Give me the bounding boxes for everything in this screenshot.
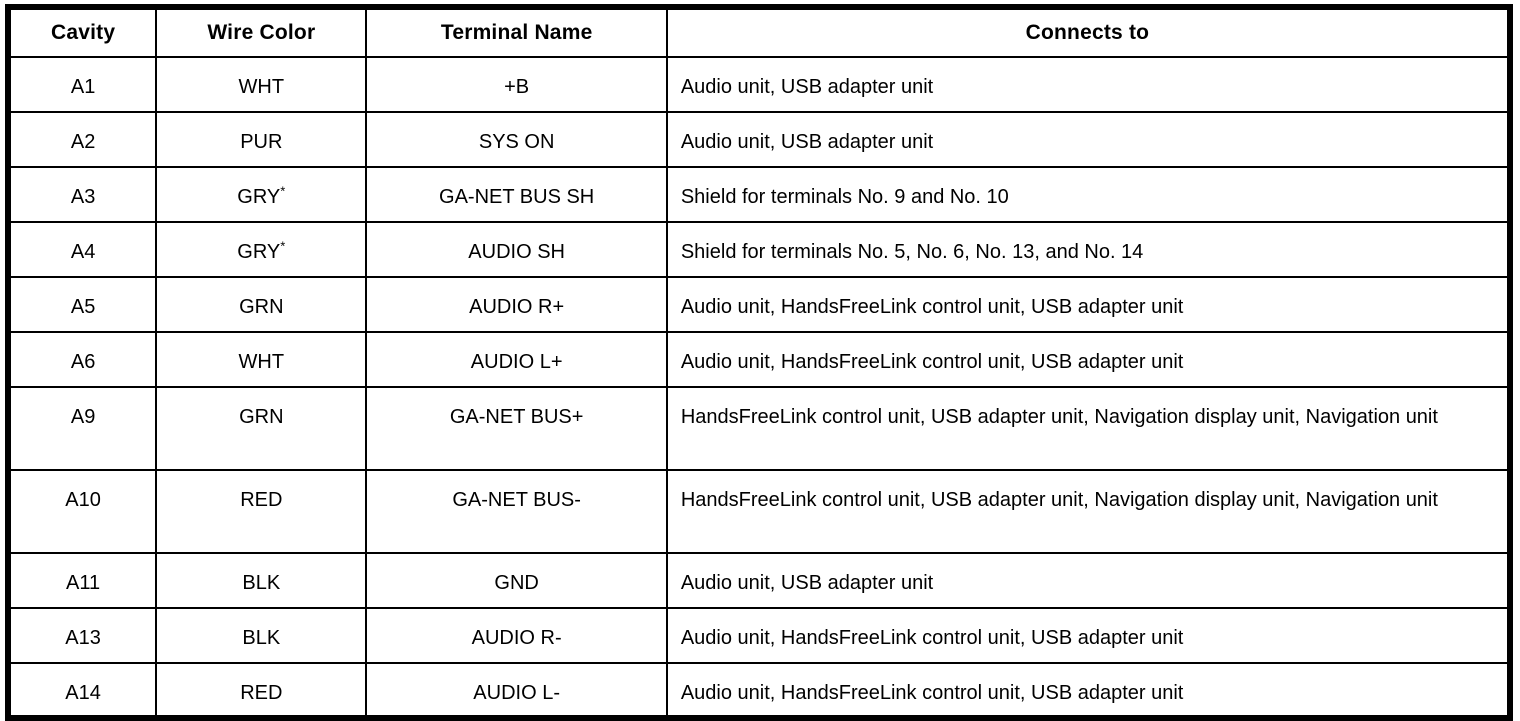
cavity-cell: A2 (6, 111, 158, 168)
cavity-cell: A5 (6, 276, 158, 333)
wire-color-cell: WHT (155, 56, 368, 113)
connects-to-cell: Audio unit, HandsFreeLink control unit, … (665, 607, 1512, 664)
table-row-a13: A13 BLK AUDIO R- Audio unit, HandsFreeLi… (6, 607, 1512, 664)
table-row-a4: A4 GRY* AUDIO SH Shield for terminals No… (6, 221, 1512, 278)
column-header-wire-color: Wire Color (155, 6, 368, 58)
connects-to-cell: Audio unit, USB adapter unit (665, 56, 1512, 113)
column-header-connects-to: Connects to (665, 6, 1512, 58)
table-row-a5: A5 GRN AUDIO R+ Audio unit, HandsFreeLin… (6, 276, 1512, 333)
terminal-cell: +B (365, 56, 668, 113)
table-row-a2: A2 PUR SYS ON Audio unit, USB adapter un… (6, 111, 1512, 168)
connects-to-cell: Audio unit, HandsFreeLink control unit, … (665, 662, 1512, 719)
terminal-cell: AUDIO R+ (365, 276, 668, 333)
table-row-a14: A14 RED AUDIO L- Audio unit, HandsFreeLi… (6, 662, 1512, 719)
terminal-cell: AUDIO R- (365, 607, 668, 664)
wire-color-cell: BLK (155, 607, 368, 664)
connects-to-cell: Shield for terminals No. 5, No. 6, No. 1… (665, 221, 1512, 278)
terminal-cell: AUDIO SH (365, 221, 668, 278)
wire-color-cell: RED (155, 469, 368, 554)
connects-to-cell: Audio unit, USB adapter unit (665, 552, 1512, 609)
cavity-cell: A14 (6, 662, 158, 719)
terminal-cell: AUDIO L+ (365, 331, 668, 388)
cavity-cell: A3 (6, 166, 158, 223)
terminal-cell: GA-NET BUS SH (365, 166, 668, 223)
cavity-cell: A13 (6, 607, 158, 664)
terminal-cell: GA-NET BUS+ (365, 386, 668, 471)
column-header-cavity: Cavity (6, 6, 158, 58)
cavity-cell: A9 (6, 386, 158, 471)
wiring-table: Cavity Wire Color Terminal Name Connects… (5, 4, 1513, 721)
cavity-cell: A11 (6, 552, 158, 609)
table-row-a6: A6 WHT AUDIO L+ Audio unit, HandsFreeLin… (6, 331, 1512, 388)
connects-to-cell: Audio unit, USB adapter unit (665, 111, 1512, 168)
wire-color-cell: GRN (155, 276, 368, 333)
wire-color-cell: RED (155, 662, 368, 719)
terminal-cell: SYS ON (365, 111, 668, 168)
wire-color-cell: GRY* (155, 166, 368, 223)
cavity-cell: A1 (6, 56, 158, 113)
table-header-row: Cavity Wire Color Terminal Name Connects… (6, 6, 1512, 58)
column-header-terminal: Terminal Name (365, 6, 668, 58)
connects-to-cell: Shield for terminals No. 9 and No. 10 (665, 166, 1512, 223)
wire-note: * (280, 183, 286, 199)
wire-color-cell: WHT (155, 331, 368, 388)
connects-to-cell: Audio unit, HandsFreeLink control unit, … (665, 276, 1512, 333)
cavity-cell: A10 (6, 469, 158, 554)
cavity-cell: A4 (6, 221, 158, 278)
terminal-cell: GND (365, 552, 668, 609)
table-row-a11: A11 BLK GND Audio unit, USB adapter unit (6, 552, 1512, 609)
connects-to-cell: HandsFreeLink control unit, USB adapter … (665, 386, 1512, 471)
wire-color-cell: PUR (155, 111, 368, 168)
wire-color-cell: GRN (155, 386, 368, 471)
wire-note: * (280, 238, 286, 254)
wire-color-cell: BLK (155, 552, 368, 609)
terminal-cell: GA-NET BUS- (365, 469, 668, 554)
table-row-a3: A3 GRY* GA-NET BUS SH Shield for termina… (6, 166, 1512, 223)
wire-color-cell: GRY* (155, 221, 368, 278)
connects-to-cell: HandsFreeLink control unit, USB adapter … (665, 469, 1512, 554)
terminal-cell: AUDIO L- (365, 662, 668, 719)
cavity-cell: A6 (6, 331, 158, 388)
table-row-a10: A10 RED GA-NET BUS- HandsFreeLink contro… (6, 469, 1512, 554)
table-row-a1: A1 WHT +B Audio unit, USB adapter unit (6, 56, 1512, 113)
connects-to-cell: Audio unit, HandsFreeLink control unit, … (665, 331, 1512, 388)
table-row-a9: A9 GRN GA-NET BUS+ HandsFreeLink control… (6, 386, 1512, 471)
